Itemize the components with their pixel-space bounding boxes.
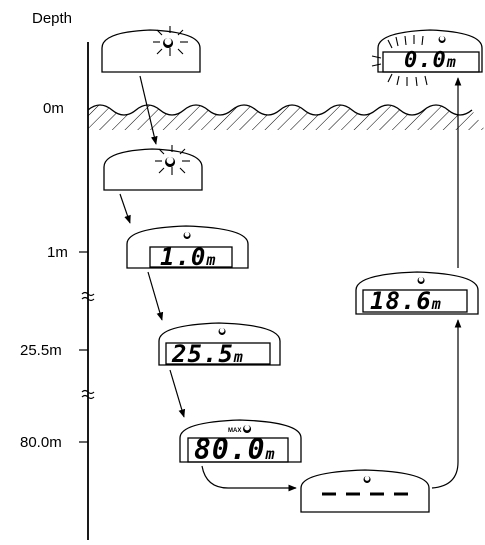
water-surface	[88, 105, 485, 130]
lcd-frame-ascending	[362, 289, 468, 313]
display-surfaced	[377, 29, 483, 73]
depth-value: 0.0	[404, 48, 447, 73]
lcd-readout-25-5m: 25.5m	[172, 342, 244, 366]
display-depth-25-5m	[158, 322, 281, 366]
axis-title: Depth	[32, 10, 73, 27]
depth-value: 1.0	[160, 243, 207, 271]
max-label: MAX	[228, 428, 242, 434]
display-depth-80m	[179, 419, 302, 463]
lcd-frame-1m	[149, 246, 233, 268]
water-surface-line	[87, 104, 473, 116]
display-surface-start	[101, 29, 201, 73]
depth-unit: m	[446, 53, 457, 71]
lcd-readout-1m: 1.0m	[160, 245, 216, 269]
depth-value: 80.0	[194, 433, 266, 466]
dive-mode-icon	[163, 36, 446, 483]
lcd-readout-surfaced: 0.0m	[404, 50, 457, 72]
lcd-readout-ascending: 18.6m	[370, 289, 442, 313]
depth-unit: m	[206, 251, 217, 269]
tick-label-80m: 80.0m	[20, 434, 62, 451]
depth-value: 25.5	[172, 340, 234, 368]
blink-rays-icon	[153, 26, 428, 175]
depth-unit: m	[431, 295, 442, 313]
lcd-frame-80m	[187, 437, 289, 463]
display-no-reading	[300, 469, 430, 513]
flow-arrows	[119, 75, 462, 492]
tick-label-1m: 1m	[47, 244, 68, 261]
axis-break	[81, 291, 95, 400]
lcd-frame-25-5m	[165, 342, 271, 365]
display-ascending	[355, 271, 479, 315]
tick-label-0m: 0m	[43, 100, 64, 117]
depth-unit: m	[265, 445, 276, 463]
depth-value: 18.6	[370, 287, 432, 315]
display-submerging	[103, 148, 203, 191]
depth-unit: m	[233, 348, 244, 366]
lcd-frame-surfaced	[382, 51, 480, 73]
tick-label-25-5m: 25.5m	[20, 342, 62, 359]
lcd-readout-80m: 80.0m	[194, 436, 275, 464]
